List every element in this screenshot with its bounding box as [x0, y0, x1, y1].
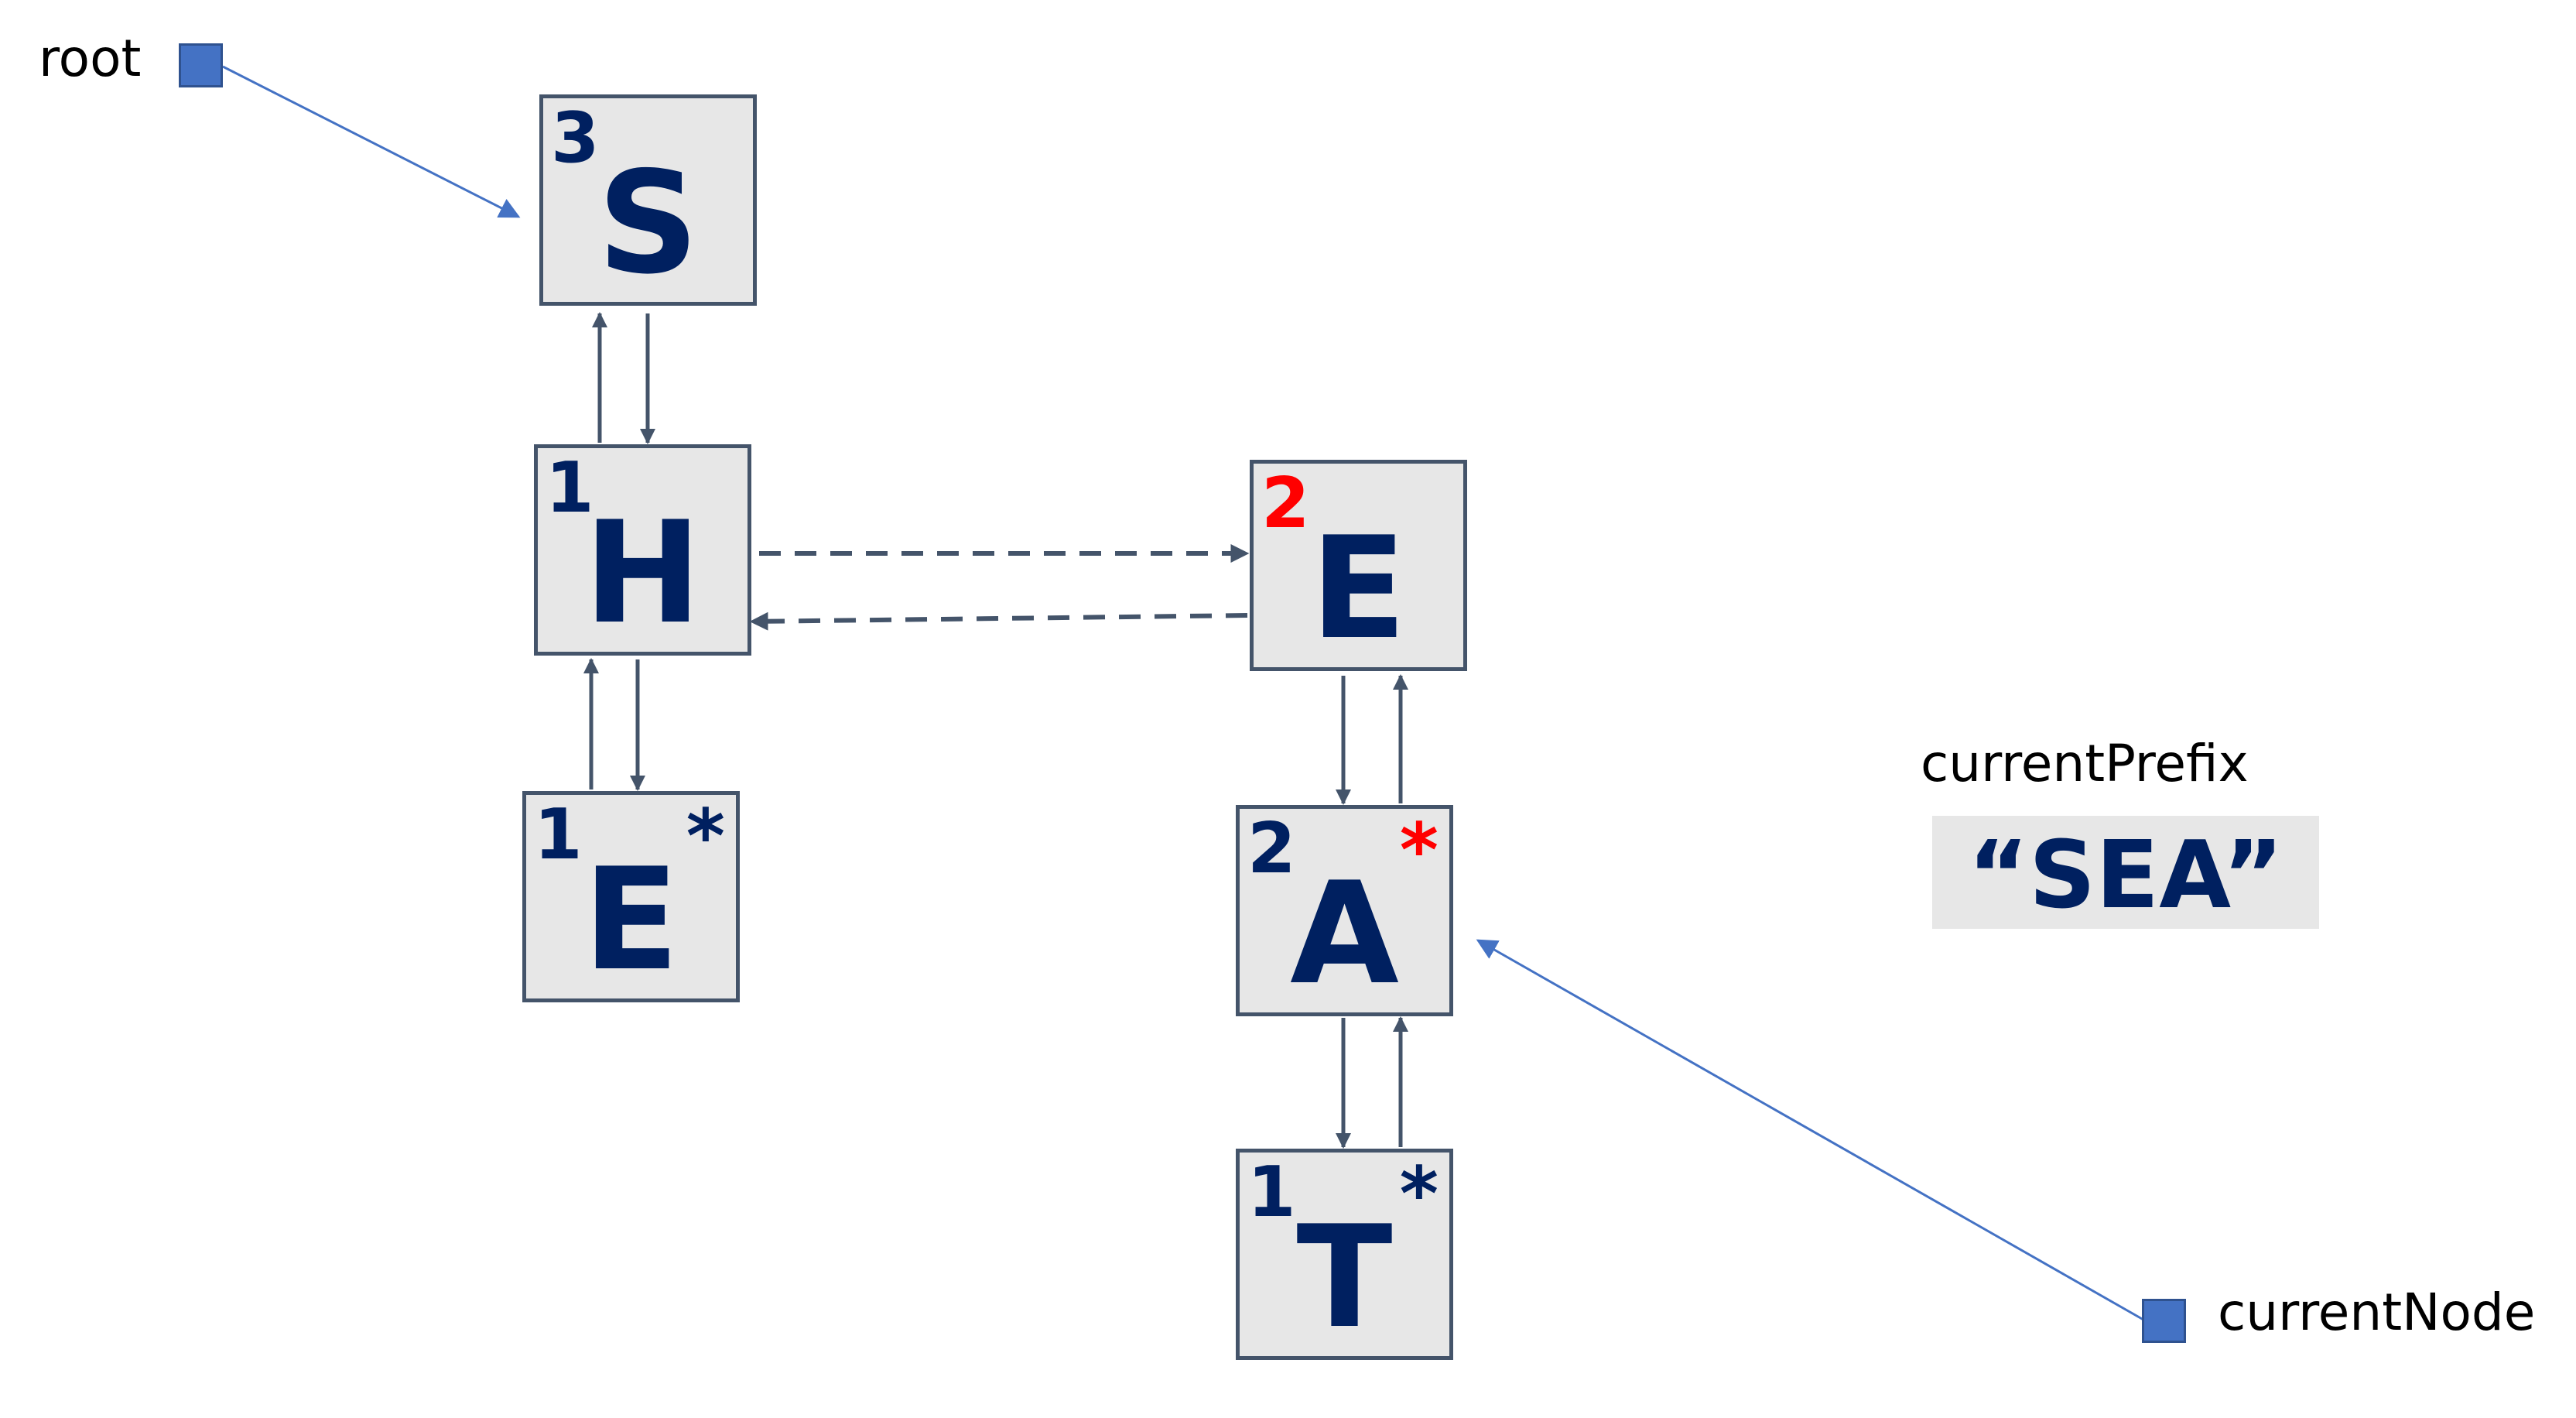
- node-count: 2: [1261, 463, 1310, 544]
- current-node-pointer-box: [2142, 1299, 2186, 1343]
- current-prefix-box: “SEA”: [1932, 816, 2319, 929]
- node-char: T: [1296, 1195, 1393, 1359]
- node-char: A: [1290, 851, 1399, 1016]
- trie-node-h: 1 H: [534, 444, 751, 656]
- end-marker: *: [1399, 1151, 1439, 1238]
- end-marker: *: [1399, 807, 1439, 894]
- end-marker: *: [686, 793, 725, 880]
- current-prefix-value: “SEA”: [1968, 822, 2284, 930]
- node-count: 3: [551, 98, 600, 179]
- root-pointer-line: [222, 65, 521, 218]
- trie-node-e-right: 2 E: [1250, 460, 1467, 671]
- edge-e2-to-h: [749, 611, 1248, 631]
- current-node-pointer-line: [1476, 939, 2144, 1321]
- trie-node-t: 1 T *: [1236, 1149, 1453, 1360]
- node-count: 1: [534, 794, 583, 875]
- current-prefix-label: currentPrefix: [1921, 734, 2249, 793]
- node-char: E: [1310, 506, 1407, 670]
- trie-node-a: 2 A *: [1236, 805, 1453, 1016]
- node-char: E: [583, 837, 679, 1002]
- node-count: 1: [546, 447, 594, 529]
- trie-node-e-left: 1 E *: [522, 791, 740, 1002]
- root-label: root: [39, 29, 142, 88]
- node-char: H: [583, 491, 702, 655]
- node-count: 1: [1247, 1152, 1296, 1233]
- root-pointer-box: [179, 43, 223, 87]
- node-count: 2: [1247, 808, 1296, 889]
- current-node-label: currentNode: [2218, 1283, 2536, 1342]
- trie-node-s: 3 S: [539, 94, 757, 306]
- node-char: S: [597, 141, 700, 305]
